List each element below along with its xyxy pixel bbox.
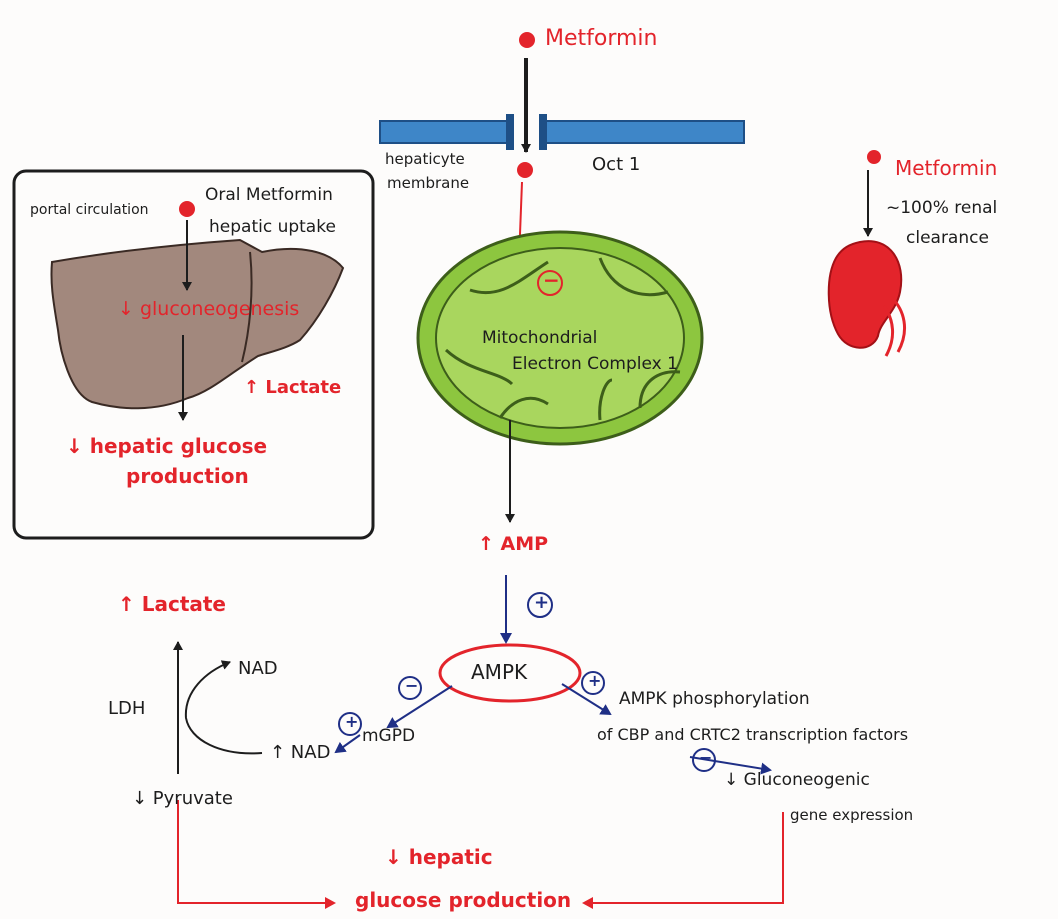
oral-metformin-label: Oral Metformin [205, 187, 333, 204]
hepatocyte-membrane-left [380, 121, 513, 143]
gene-minus-sign: − [699, 750, 712, 766]
phosphorylation-label-2: of CBP and CRTC2 transcription factors [597, 727, 908, 743]
metformin-label-top: Metformin [545, 28, 658, 50]
hepatic-glucose-bottom-1: ↓ hepatic [385, 847, 493, 867]
oct1-transporter-right [539, 114, 547, 150]
oral-metformin-dot [179, 201, 195, 217]
membrane-label-2: membrane [387, 176, 469, 191]
gluconeogenic-label-1: ↓ Gluconeogenic [724, 772, 870, 789]
lactate-inset-label: ↑ Lactate [244, 379, 341, 397]
oct1-label: Oct 1 [592, 156, 640, 174]
hepatic-glucose-label-2: production [126, 466, 249, 486]
mgpd-minus-sign: − [405, 678, 418, 694]
hepatocyte-membrane-right [540, 121, 744, 143]
right-to-hgp-arrow [584, 812, 783, 903]
gluconeogenesis-label: ↓ gluconeogenesis [118, 300, 299, 319]
amp-label: ↑ AMP [478, 535, 548, 554]
oct1-transporter-left [506, 114, 514, 150]
hepatic-glucose-bottom-2: glucose production [355, 890, 571, 910]
mgpd-to-nad-arrow [336, 735, 360, 752]
lactate-label-left: ↑ Lactate [118, 594, 226, 614]
ampk-label: AMPK [471, 662, 527, 682]
metformin-label-kidney: Metformin [895, 158, 997, 178]
metformin-dot-top [519, 32, 535, 48]
phosphorylation-label-1: AMPK phosphorylation [619, 691, 810, 708]
phos-plus-sign: + [588, 673, 601, 689]
hepatic-uptake-label: hepatic uptake [209, 219, 336, 236]
nad-top-label: NAD [238, 660, 278, 678]
pyruvate-label: ↓ Pyruvate [132, 790, 233, 808]
mgpd-label: mGPD [362, 728, 415, 745]
left-to-hgp-arrow [178, 800, 334, 903]
metformin-dot-kidney [867, 150, 881, 164]
nad-plus-sign: + [345, 714, 358, 730]
renal-clearance-label-1: ~100% renal [886, 200, 997, 217]
mito-label-1: Mitochondrial [482, 330, 597, 347]
hepatic-glucose-label-1: ↓ hepatic glucose [66, 436, 267, 456]
mito-label-2: Electron Complex 1 [512, 356, 678, 373]
kidney-icon [829, 241, 902, 348]
ampk-plus-sign: + [534, 594, 549, 612]
portal-circulation-label: portal circulation [30, 203, 149, 217]
renal-clearance-label-2: clearance [906, 230, 989, 247]
metformin-dot-inside [517, 162, 533, 178]
membrane-label-1: hepaticyte [385, 152, 465, 167]
gluconeogenic-label-2: gene expression [790, 808, 913, 823]
mito-inhibition-sign: − [543, 270, 560, 290]
ldh-label: LDH [108, 700, 145, 718]
nadh-label: ↑ NAD [270, 744, 330, 762]
